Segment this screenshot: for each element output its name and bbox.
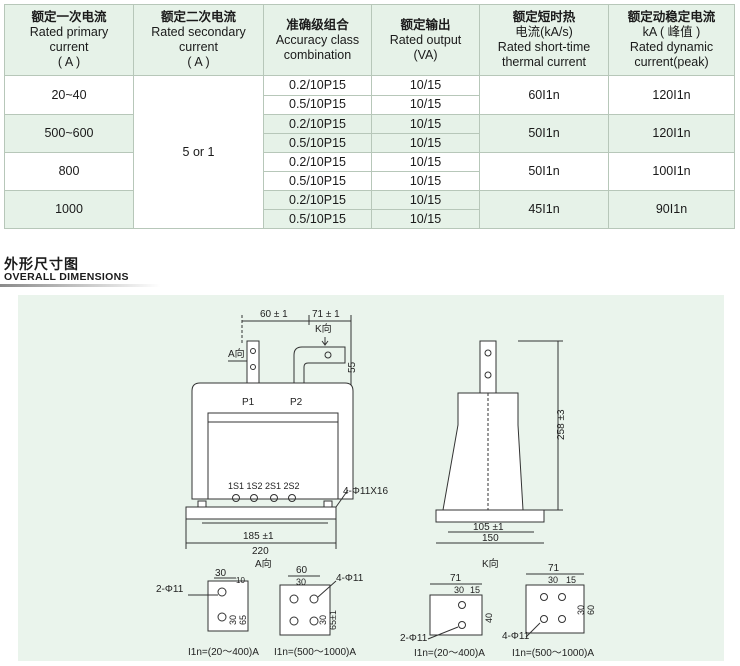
dynamic-cell: 90I1n — [608, 190, 735, 229]
dim-150: 150 — [482, 533, 499, 544]
p2-label: P2 — [290, 397, 303, 408]
k1-caption: I1n=(20～400)A — [414, 648, 485, 659]
output-cell: 10/15 — [371, 190, 480, 210]
k1-dim-71: 71 — [450, 573, 462, 584]
class-cell: 0.5/10P15 — [263, 209, 372, 229]
a1-caption: I1n=(20～400)A — [188, 647, 259, 658]
side-view: 258 ±3 105 ±1 150 — [435, 340, 567, 544]
a2-dim-30b: 30 — [318, 615, 328, 625]
dimension-drawing: 60 ± 1 71 ± 1 K向 A向 55 P1 P2 1S1 1S2 2S1… — [156, 309, 596, 659]
section-title-cn: 外形尺寸图 — [4, 256, 79, 272]
dynamic-cell: 120I1n — [608, 75, 735, 115]
k-direction-label: K向 — [315, 322, 332, 335]
table-row: 20~40 5 or 1 0.2/10P15 10/15 60I1n 120I1… — [4, 75, 735, 229]
k2-caption: I1n=(500～1000)A — [512, 648, 594, 659]
k2-dim-71: 71 — [548, 563, 560, 574]
a-view-title: A向 — [255, 557, 272, 570]
section-title-en: OVERALL DIMENSIONS — [4, 271, 129, 283]
section-divider — [0, 284, 160, 287]
k2-dim-60: 60 — [586, 605, 596, 615]
k-view-1: 71 30 15 40 2-Φ11 I1n=(20～400)A — [400, 573, 494, 659]
k1-dim-30: 30 — [454, 585, 464, 595]
a1-dim-10: 10 — [236, 576, 245, 585]
dim-60: 60 ± 1 — [260, 309, 288, 320]
output-cell: 10/15 — [371, 94, 480, 115]
k2-holes: 4-Φ11 — [502, 631, 530, 642]
a2-caption: I1n=(500～1000)A — [274, 647, 356, 658]
secondary-cell: 5 or 1 — [133, 75, 264, 229]
primary-cell: 500~600 — [4, 114, 134, 153]
a1-dim-30: 30 — [215, 568, 227, 579]
a-direction-label: A向 — [228, 347, 245, 360]
class-cell: 0.2/10P15 — [263, 190, 372, 210]
k1-dim-40: 40 — [484, 613, 494, 623]
a1-dim-65: 65 — [238, 615, 248, 625]
a2-dim-65: 65±1 — [328, 610, 338, 630]
table-row: 0.5/10P15 10/15 — [5, 171, 735, 191]
front-view: 60 ± 1 71 ± 1 K向 A向 55 P1 P2 1S1 1S2 2S1… — [185, 309, 388, 557]
dim-220: 220 — [252, 546, 269, 557]
a-view-1: 30 10 30 65 2-Φ11 I1n=(20～400)A — [156, 568, 259, 658]
k2-dim-30: 30 — [548, 575, 558, 585]
output-cell: 10/15 — [371, 152, 480, 172]
k1-holes: 2-Φ11 — [400, 633, 428, 644]
class-cell: 0.2/10P15 — [263, 75, 372, 96]
table-row: 800 0.2/10P15 10/15 50I1n 100I1n — [4, 152, 735, 191]
primary-cell: 800 — [4, 152, 134, 191]
output-cell: 10/15 — [371, 133, 480, 153]
primary-cell: 1000 — [4, 190, 134, 229]
mounting-holes-label: 4-Φ11X16 — [343, 486, 388, 497]
terminal-labels: 1S1 1S2 2S1 2S2 — [228, 481, 300, 491]
output-cell: 10/15 — [371, 209, 480, 229]
a2-dim-60: 60 — [296, 565, 308, 576]
class-cell: 0.2/10P15 — [263, 114, 372, 134]
dimension-drawing-panel: 60 ± 1 71 ± 1 K向 A向 55 P1 P2 1S1 1S2 2S1… — [18, 295, 724, 661]
dim-71: 71 ± 1 — [312, 309, 340, 320]
table-row: 1000 0.2/10P15 10/15 45I1n 90I1n — [4, 190, 735, 229]
output-cell: 10/15 — [371, 171, 480, 191]
thermal-cell: 50I1n — [479, 152, 609, 191]
table-row: 0.5/10P15 10/15 — [5, 209, 735, 229]
p1-label: P1 — [242, 397, 255, 408]
k2-dim-15: 15 — [566, 575, 576, 585]
thermal-cell: 60I1n — [479, 75, 609, 115]
primary-cell: 20~40 — [4, 75, 134, 115]
dim-105: 105 ±1 — [473, 522, 504, 533]
a2-dim-30: 30 — [296, 577, 306, 587]
table-row: 0.5/10P15 10/15 — [5, 94, 735, 115]
a-view-2: 60 30 30 65±1 4-Φ11 I1n=(500～1000)A — [274, 565, 364, 658]
k1-dim-15: 15 — [470, 585, 480, 595]
thermal-cell: 50I1n — [479, 114, 609, 153]
table-row: 500~600 0.2/10P15 10/15 50I1n 120I1n — [4, 114, 735, 153]
output-cell: 10/15 — [371, 114, 480, 134]
class-cell: 0.2/10P15 — [263, 152, 372, 172]
dynamic-cell: 100I1n — [608, 152, 735, 191]
a1-dim-30b: 30 — [228, 615, 238, 625]
class-cell: 0.5/10P15 — [263, 133, 372, 153]
table-row: 0.5/10P15 10/15 — [5, 133, 735, 153]
dim-185: 185 ±1 — [243, 531, 274, 542]
thermal-cell: 45I1n — [479, 190, 609, 229]
class-cell: 0.5/10P15 — [263, 94, 372, 115]
a1-holes: 2-Φ11 — [156, 584, 184, 595]
k-view-title: K向 — [482, 557, 499, 570]
a2-holes: 4-Φ11 — [336, 573, 364, 584]
dim-258: 258 ±3 — [556, 409, 567, 440]
class-cell: 0.5/10P15 — [263, 171, 372, 191]
output-cell: 10/15 — [371, 75, 480, 96]
k2-dim-30b: 30 — [576, 605, 586, 615]
k-view-2: 71 30 15 30 60 4-Φ11 I1n=(500～1000)A — [502, 563, 596, 659]
dynamic-cell: 120I1n — [608, 114, 735, 153]
dim-55: 55 — [347, 361, 358, 373]
